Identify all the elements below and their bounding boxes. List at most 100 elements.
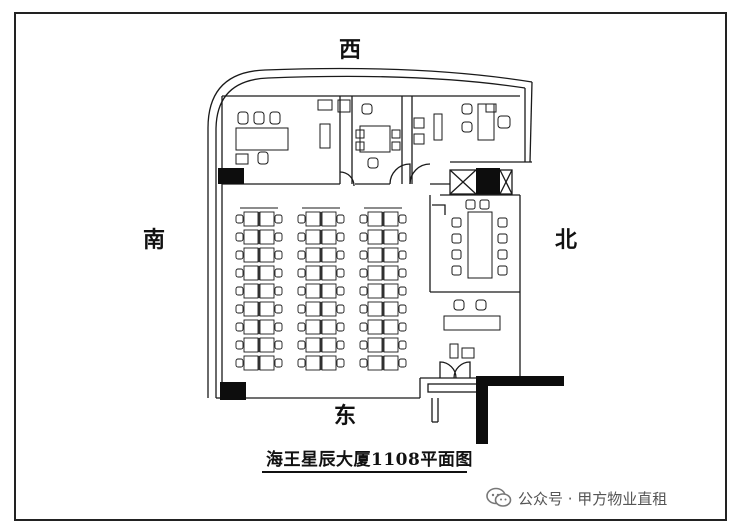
workstation-chair [359,304,368,314]
workstation-desk [383,229,399,245]
workstation-chair [297,268,306,278]
workstation-desk [305,265,321,281]
workstation-desk [243,265,259,281]
workstation-desk [367,247,383,263]
workstation-chair [235,340,244,350]
workstation-chair [359,340,368,350]
workstation-chair [235,268,244,278]
workstation-desk [243,283,259,299]
workstation-chair [297,250,306,260]
direction-label-east: 东 [334,403,357,429]
workstation-desk [259,229,275,245]
workstation-desk [259,247,275,263]
workstation-chair [235,214,244,224]
workstation-chair [297,358,306,368]
workstation-desk [367,319,383,335]
workstation-chair [274,286,283,296]
workstation-chair [297,214,306,224]
workstation-chair [359,268,368,278]
workstation-desk [367,265,383,281]
workstation-desk [259,355,275,371]
workstation-chair [398,232,407,242]
workstation-chair [274,232,283,242]
workstation-desk [243,301,259,317]
workstation-chair [336,268,345,278]
structural-walls [218,168,564,444]
workstation-desk [243,319,259,335]
plan-title: 海王星辰大厦1108平面图 [266,450,473,470]
workstation-desk [321,247,337,263]
workstation-desk [259,265,275,281]
workstation-desk [321,301,337,317]
workstation-chair [235,304,244,314]
workstation-chair [359,322,368,332]
workstation-desk [259,211,275,227]
workstation-chair [297,286,306,296]
workstation-chair [336,322,345,332]
workstation-desk [383,265,399,281]
workstation-desk [259,283,275,299]
workstation-desk [367,283,383,299]
workstation-chair [336,286,345,296]
workstation-desk [383,283,399,299]
workstation-chair [398,250,407,260]
workstation-desk [367,337,383,353]
workstation-desk [367,355,383,371]
workstation-chair [297,322,306,332]
workstation-desk [321,211,337,227]
workstation-desk [321,355,337,371]
workstation-desk [383,247,399,263]
workstation-chair [359,232,368,242]
direction-label-south: 南 [143,227,166,253]
workstation-chair [398,304,407,314]
workstation-chair [235,232,244,242]
workstation-chair [274,304,283,314]
watermark-text: 公众号 · 甲方物业直租 [518,489,668,508]
workstation-chair [336,358,345,368]
watermark: 公众号 · 甲方物业直租 [486,484,667,512]
workstation-desk [383,355,399,371]
workstation-chair [336,340,345,350]
workstation-desk [243,229,259,245]
workstation-desk [305,337,321,353]
workstation-chair [336,304,345,314]
title-underline [262,471,467,473]
workstation-desk [383,337,399,353]
meeting-room-furniture [443,199,508,359]
outer-wall-curved-inner [215,75,526,398]
workstation-chair [274,358,283,368]
workstation-desk [367,301,383,317]
workstation-chair [235,322,244,332]
workstation-chair [235,286,244,296]
workstation-chair [336,232,345,242]
workstation-chair [359,286,368,296]
workstation-desk [321,283,337,299]
direction-label-north: 北 [555,227,578,253]
workstation-chair [297,232,306,242]
workstation-chair [398,286,407,296]
workstation-chair [398,322,407,332]
workstation-chair [274,268,283,278]
workstation-desk [243,355,259,371]
workstation-chair [235,358,244,368]
workstation-desk [321,319,337,335]
drawing-frame [14,12,727,521]
workstation-desk [367,211,383,227]
workstation-desk [305,211,321,227]
workstation-chair [359,214,368,224]
workstation-desk [305,355,321,371]
workstation-chair [274,214,283,224]
workstation-chair [398,268,407,278]
workstation-chair [297,304,306,314]
workstation-desk [321,337,337,353]
workstation-desk [305,301,321,317]
workstation-desk [243,247,259,263]
workstation-desk [367,229,383,245]
workstation-chair [336,214,345,224]
workstation-desk [243,211,259,227]
workstation-desk [321,229,337,245]
workstation-desk [305,229,321,245]
workstation-desk [383,319,399,335]
workstation-chair [398,340,407,350]
